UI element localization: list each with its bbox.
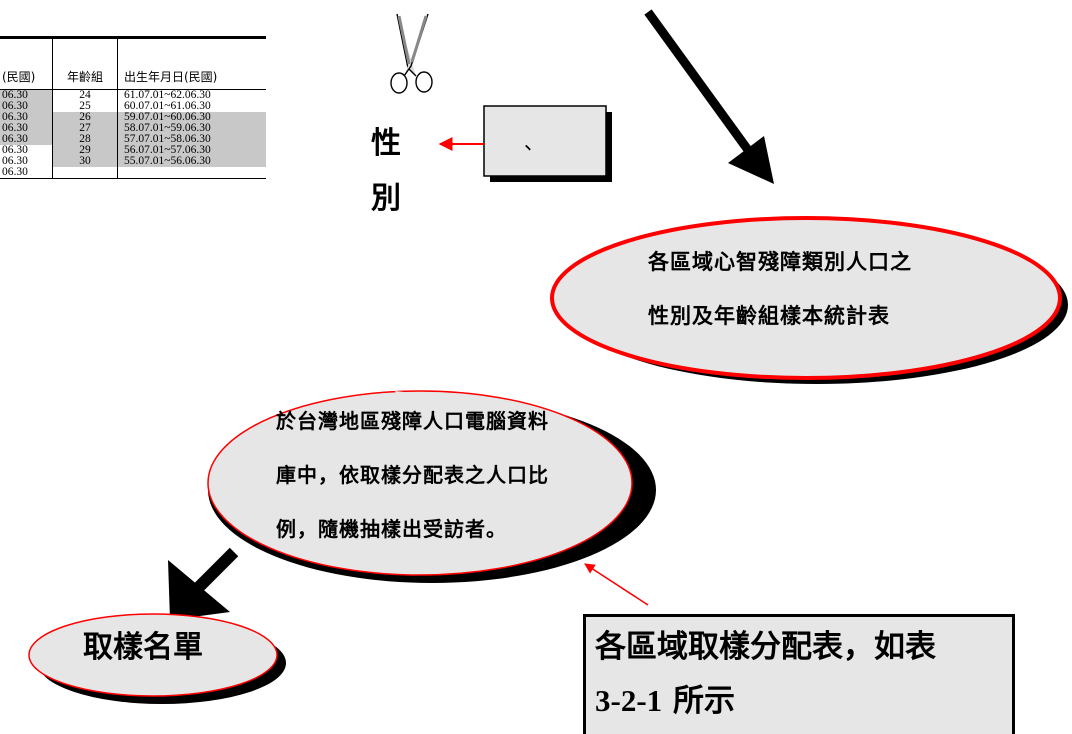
down-left-arrow [168,547,239,620]
cell-roc-date: 06.30 [0,122,53,134]
process-bubble-line-2: 庫中，依取樣分配表之人口比 [276,463,549,487]
cell-roc-date: 06.30 [0,100,53,112]
stats-bubble-line-1: 各區域心智殘障類別人口之 [648,250,912,274]
process-bubble-line-3: 例，隨機抽樣出受訪者。 [276,517,507,541]
cell-roc-date: 06.30 [0,111,53,123]
cell-age-group [52,167,118,179]
col-header-age-group: 年齡組 [52,36,118,90]
stats-bubble-line-2: 性別及年齡組樣本統計表 [648,304,890,328]
cell-birth-date: 61.07.01~62.06.30 [124,89,211,101]
gender-label-char-2: 別 [371,181,401,216]
allocation-text: 各區域取樣分配表，如表 3-2-1 所示 [595,620,936,728]
gender-label-char-1: 性 [371,126,401,161]
cell-age-group: 30 [52,155,118,167]
cell-roc-date: 06.30 [0,89,53,101]
sample-list-label: 取樣名單 [83,630,203,665]
cell-roc-date: 06.30 [2,144,28,156]
cell-birth-date: 57.07.01~58.06.30 [117,133,266,145]
cell-roc-date: 06.30 [0,166,53,179]
gender-box-text: 、 [524,130,544,154]
cell-birth-date [117,167,266,179]
red-pointer-line [584,563,649,606]
allocation-line-1: 各區域取樣分配表，如表 [595,629,936,665]
cell-age-group: 27 [52,122,118,134]
sample-list-bubble [28,613,286,704]
down-arrow-large [644,9,774,184]
cell-age-group: 28 [52,133,118,145]
cell-roc-date: 06.30 [2,155,28,167]
allocation-box [583,614,1015,734]
cell-age-group: 25 [52,100,118,112]
cell-birth-date: 60.07.01~61.06.30 [124,100,211,112]
process-bubble [207,390,656,583]
cell-birth-date: 55.07.01~56.06.30 [117,155,266,167]
stats-bubble [550,216,1068,384]
cell-age-group: 24 [52,89,118,101]
allocation-line-2-text: 所示 [662,683,735,719]
col-header-birth-date: 出生年月日(民國) [117,36,266,90]
col-header-roc-date: (民國) [0,36,53,90]
cell-roc-date: 06.30 [0,133,53,145]
cell-age-group: 26 [52,111,118,123]
cell-birth-date: 56.07.01~57.06.30 [117,144,266,156]
gender-box [483,105,612,182]
allocation-table-number: 3-2-1 [595,683,663,718]
cell-age-group: 29 [52,144,118,156]
allocation-line-2: 3-2-1 所示 [595,674,936,728]
cell-birth-date: 59.07.01~60.06.30 [117,111,266,123]
table-row: 06.30 [0,166,266,179]
process-bubble-line-1: 於台灣地區殘障人口電腦資料 [276,409,549,433]
scissors-icon [390,13,433,94]
cell-birth-date: 58.07.01~59.06.30 [117,122,266,134]
